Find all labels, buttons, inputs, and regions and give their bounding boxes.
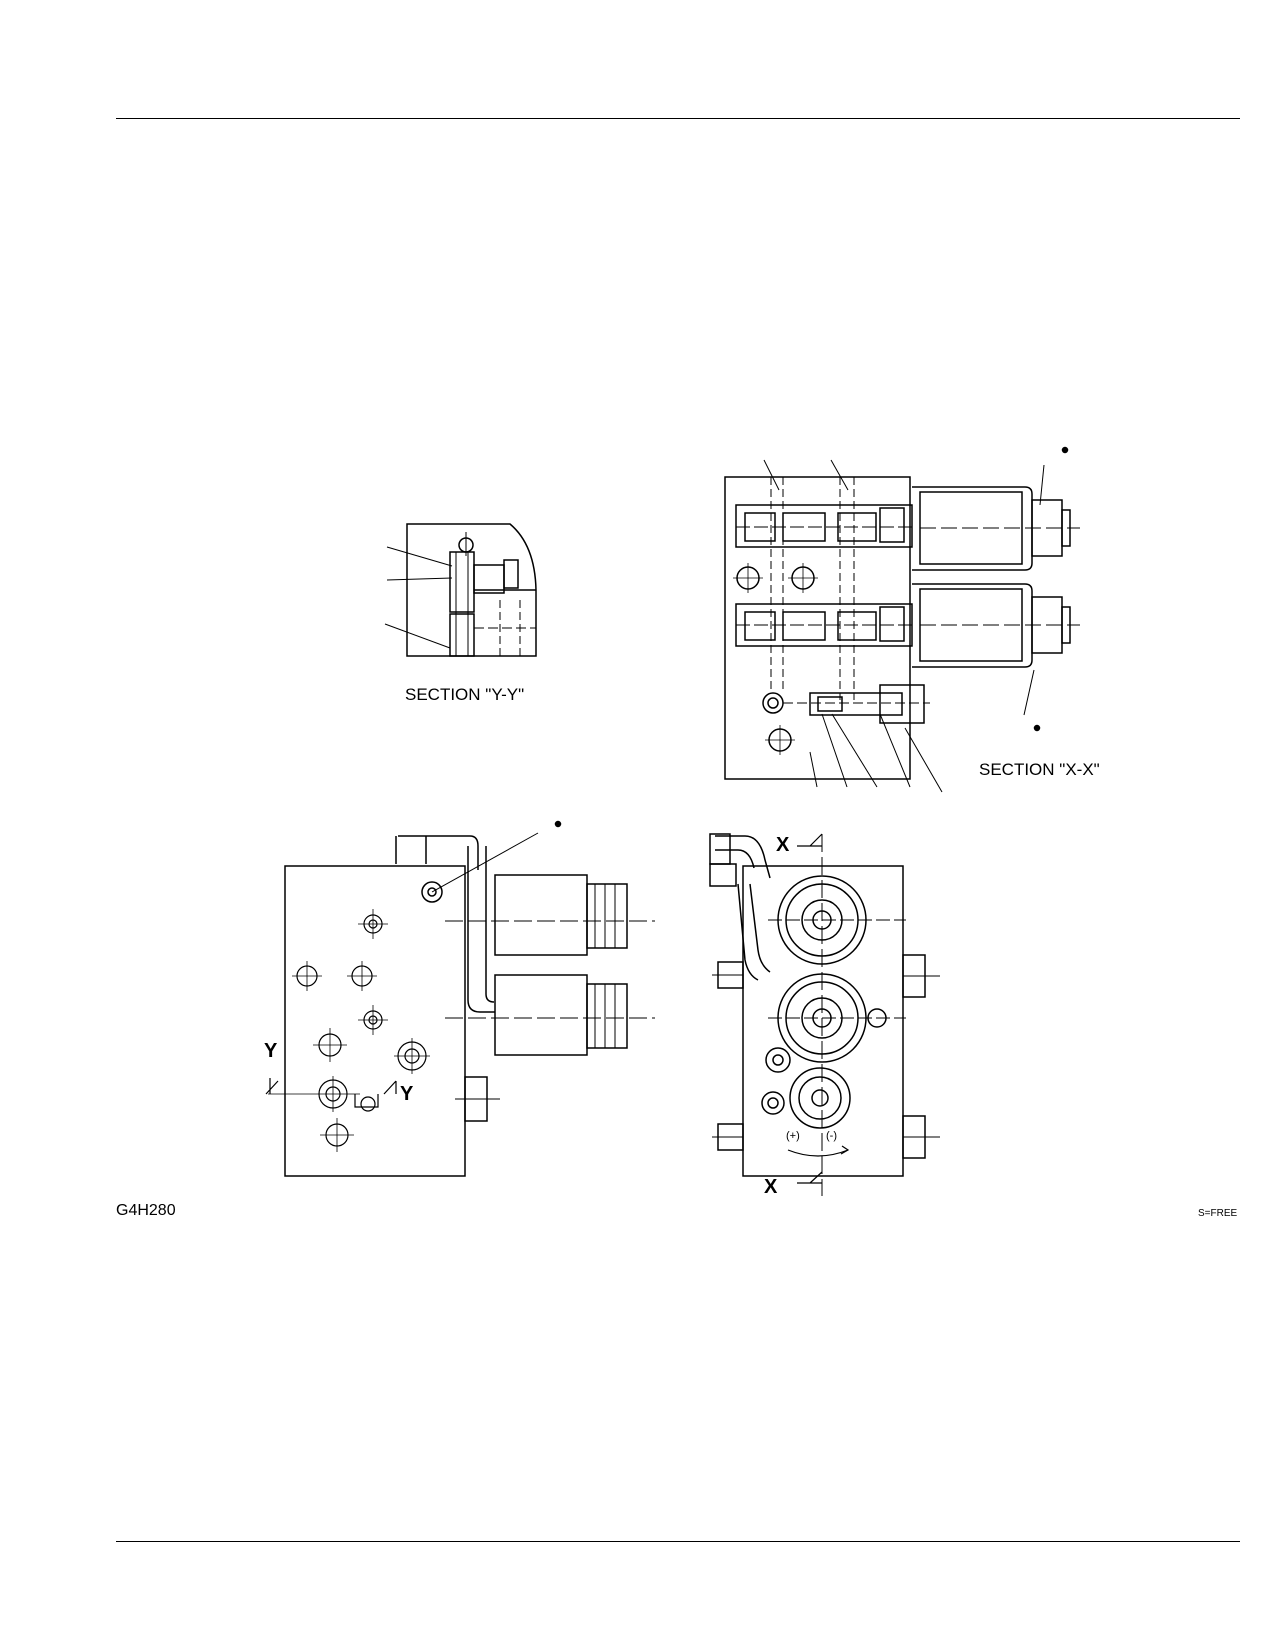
cut-mark-x-bottom: X [764, 1176, 778, 1198]
upper-solenoid [912, 486, 1080, 571]
section-y-y-view [384, 523, 537, 657]
section-x-x-view [724, 446, 1080, 793]
adjusting-screw [787, 1067, 851, 1157]
adjust-minus-label: (-) [826, 1130, 837, 1142]
header-rule [116, 118, 1240, 119]
footer-rule [116, 1541, 1240, 1542]
figure-id: G4H280 [116, 1202, 176, 1219]
section-y-y-label: SECTION "Y-Y" [405, 685, 525, 704]
front-view [709, 833, 940, 1196]
cut-mark-y-left: Y [264, 1040, 278, 1062]
adjust-plus-label: (+) [786, 1130, 800, 1142]
upper-solenoid-cap [768, 875, 906, 965]
relief-valve-cartridge [762, 684, 930, 724]
section-x-x-label: SECTION "X-X" [979, 760, 1100, 779]
side-view [265, 820, 655, 1177]
cut-mark-y-right: Y [400, 1083, 414, 1105]
cut-mark-x-top: X [776, 834, 790, 856]
scale-note: S=FREE [1198, 1208, 1238, 1219]
lower-solenoid [912, 583, 1080, 668]
lower-spool-bore [735, 603, 913, 647]
upper-spool-bore [735, 504, 913, 548]
